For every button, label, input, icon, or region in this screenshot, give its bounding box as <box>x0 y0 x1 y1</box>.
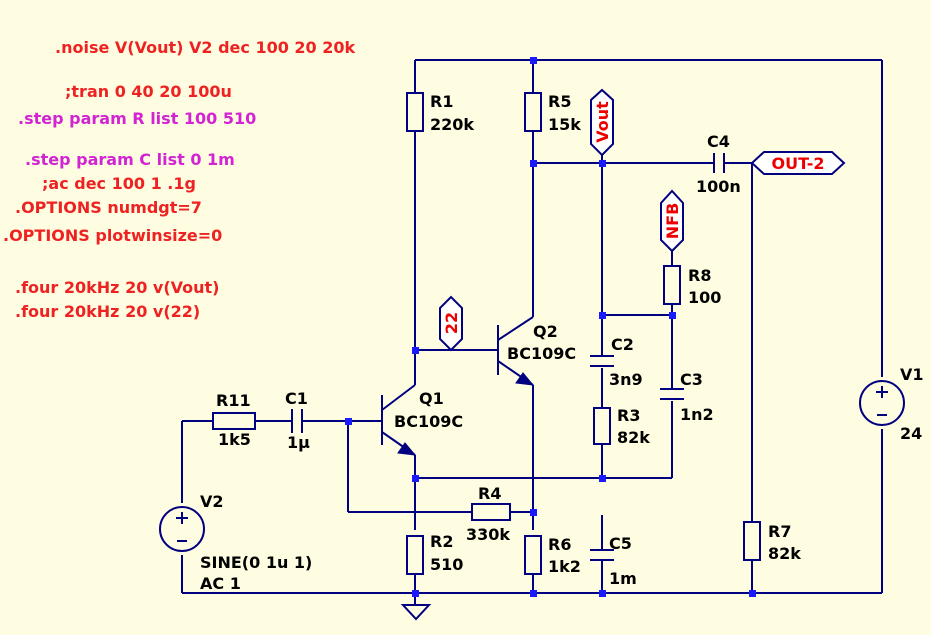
directive-tran[interactable]: ;tran 0 40 20 100u <box>65 82 232 101</box>
r2-value: 510 <box>430 555 463 574</box>
transistor-q2[interactable] <box>497 316 535 386</box>
c4-value: 100n <box>696 177 741 196</box>
v2-name: V2 <box>200 492 224 511</box>
q1-value: BC109C <box>394 412 463 431</box>
net-label-out-2-text: OUT-2 <box>772 154 825 173</box>
c2-name: C2 <box>611 335 634 354</box>
v1-name: V1 <box>900 365 924 384</box>
r7-name: R7 <box>768 522 791 541</box>
capacitor-c5[interactable] <box>590 549 614 561</box>
c3-value: 1n2 <box>680 405 714 424</box>
q1-name: Q1 <box>419 389 444 408</box>
r6-name: R6 <box>548 535 571 554</box>
junctions <box>345 57 756 597</box>
transistor-q1[interactable] <box>381 384 417 456</box>
voltage-source-v2[interactable] <box>159 506 205 552</box>
net-label-nfb-text: NFB <box>663 203 682 240</box>
directive-options-plotwinsize[interactable]: .OPTIONS plotwinsize=0 <box>3 226 222 245</box>
voltage-source-v1[interactable] <box>859 380 905 426</box>
r11-value: 1k5 <box>218 430 251 449</box>
wires <box>181 59 883 605</box>
r3-name: R3 <box>617 406 640 425</box>
capacitor-c3[interactable] <box>660 388 684 400</box>
c2-value: 3n9 <box>609 370 643 389</box>
resistor-r4[interactable] <box>471 503 511 521</box>
net-label-22[interactable]: 22 <box>439 295 463 352</box>
net-label-out-2[interactable]: OUT-2 <box>750 151 846 175</box>
c1-value: 1µ <box>287 433 310 452</box>
resistor-r11[interactable] <box>212 412 256 430</box>
spice-directives: .noise V(Vout) V2 dec 100 20 20k ;tran 0… <box>3 38 356 321</box>
q2-name: Q2 <box>533 322 558 341</box>
r1-value: 220k <box>430 115 474 134</box>
r8-name: R8 <box>688 266 711 285</box>
resistor-r2[interactable] <box>406 535 424 575</box>
net-label-vout-text: Vout <box>593 101 612 143</box>
resistor-r5[interactable] <box>524 92 542 132</box>
capacitor-c1[interactable] <box>291 409 303 433</box>
directive-ac[interactable]: ;ac dec 100 1 .1g <box>42 174 196 193</box>
r6-value: 1k2 <box>548 557 581 576</box>
c1-name: C1 <box>285 389 308 408</box>
c4-name: C4 <box>707 132 730 151</box>
net-label-nfb[interactable]: NFB <box>660 189 684 253</box>
net-label-22-text: 22 <box>442 312 461 334</box>
c5-value: 1m <box>609 569 637 588</box>
v2-ac-value: AC 1 <box>200 574 241 593</box>
r5-name: R5 <box>548 92 571 111</box>
net-label-vout[interactable]: Vout <box>590 88 614 157</box>
resistor-r1[interactable] <box>406 92 424 132</box>
capacitor-c2[interactable] <box>590 355 614 367</box>
capacitor-c4[interactable] <box>713 153 725 173</box>
q2-value: BC109C <box>507 344 576 363</box>
r7-value: 82k <box>768 544 801 563</box>
directive-noise[interactable]: .noise V(Vout) V2 dec 100 20 20k <box>55 38 356 57</box>
directive-options-numdgt[interactable]: .OPTIONS numdgt=7 <box>15 198 202 217</box>
resistor-r7[interactable] <box>743 521 761 561</box>
r4-value: 330k <box>466 525 510 544</box>
r5-value: 15k <box>548 115 581 134</box>
v1-value: 24 <box>900 424 922 443</box>
v2-value: SINE(0 1u 1) <box>200 553 312 572</box>
c3-name: C3 <box>680 370 703 389</box>
resistor-r6[interactable] <box>524 535 542 575</box>
r2-name: R2 <box>430 532 453 551</box>
ground-symbol[interactable] <box>400 604 432 621</box>
r11-name: R11 <box>216 391 251 410</box>
r3-value: 82k <box>617 428 650 447</box>
directive-step-r[interactable]: .step param R list 100 510 <box>18 109 256 128</box>
resistor-r3[interactable] <box>593 407 611 445</box>
directive-step-c[interactable]: .step param C list 0 1m <box>25 150 235 169</box>
resistor-r8[interactable] <box>663 265 681 305</box>
r8-value: 100 <box>688 288 721 307</box>
r4-name: R4 <box>478 484 501 503</box>
directive-four-vout[interactable]: .four 20kHz 20 v(Vout) <box>15 278 220 297</box>
c5-name: C5 <box>609 534 632 553</box>
directive-four-22[interactable]: .four 20kHz 20 v(22) <box>15 302 200 321</box>
r1-name: R1 <box>430 92 453 111</box>
